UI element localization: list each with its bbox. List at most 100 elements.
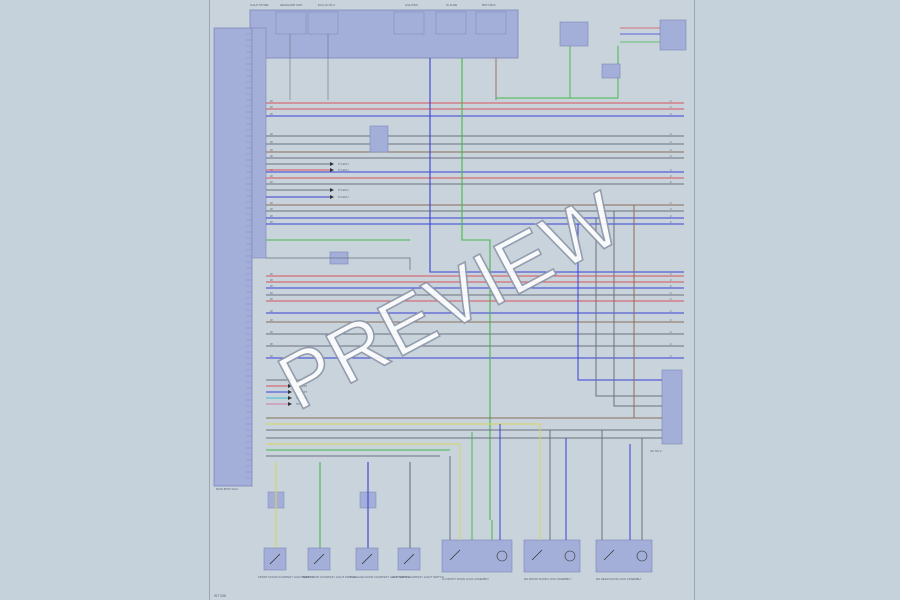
stub-label: TO UNIT [296,390,307,394]
right-junction-block [661,369,683,445]
door-lock-assembly [523,539,581,573]
arrow-icon [330,188,334,192]
wire-code: W [270,309,273,313]
wire-code: W [270,284,273,288]
component-label: FRONT DOOR COURTESY LIGHT SWITCH [258,575,314,579]
motor-icon [564,550,576,562]
vertical-wire [577,224,662,381]
wire-code: W [270,214,273,218]
pin-number: 2 [670,309,672,313]
vertical-wire [496,46,619,99]
stub-label: TO UNIT [296,396,307,400]
vertical-wire [595,218,662,397]
wire-code: W [270,140,273,144]
pin-number: 2 [670,99,672,103]
vertical-wire [429,58,684,273]
pin-number: 2 [670,342,672,346]
relay-connector [559,21,589,47]
junction-connector [369,125,389,153]
left-connector-subblock [251,27,267,259]
top-connector-label: HEADLAMP UNIT [280,3,303,7]
pin-number: 2 [670,148,672,152]
switch-contact-icon [269,553,281,565]
motor-icon [636,550,648,562]
wire-code: W [270,342,273,346]
vertical-wire [633,205,662,419]
top-connector-label: LIGHTING [405,3,418,7]
ground-connector [601,63,621,79]
vertical-wire [461,58,491,520]
left-connector-column [213,27,253,487]
pin-number: 2 [670,207,672,211]
fuse-box [475,11,507,35]
wire-code: W [270,297,273,301]
pin-number: 2 [670,297,672,301]
pin-number: 2 [670,272,672,276]
pin-number: 2 [670,214,672,218]
dashed-wire [266,257,411,270]
switch-contact-icon [603,549,615,561]
wire-code: W [270,180,273,184]
wire-code: W [270,330,273,334]
wire-code: W [270,154,273,158]
stub-label: TO ECU [338,188,349,192]
pin-number: 2 [670,278,672,282]
switch-contact-icon [449,549,461,561]
pin-number: 2 [670,168,672,172]
pin-number: 2 [670,220,672,224]
stub-label: TO ECU [338,168,349,172]
wire-code: W [270,201,273,205]
component-label: LH FRONT DOOR LOCK ASSEMBLY [442,577,489,581]
component-label: RH REAR DOOR LOCK ASSEMBLY [596,577,642,581]
stub-label: TO ECU [338,162,349,166]
wire-code: W [270,105,273,109]
wire-code: W [270,354,273,358]
pin-number: 2 [670,112,672,116]
arrow-icon [288,402,292,406]
left-connector-label: MAIN BODY ECU [216,487,238,491]
fuse-box [393,11,425,35]
wire-code: W [270,112,273,116]
pin-number: 2 [670,291,672,295]
wire-code: W [270,278,273,282]
switch-contact-icon [313,553,325,565]
pin-number: 2 [670,174,672,178]
arrow-icon [288,378,292,382]
switch-contact-icon [361,553,373,565]
door-switch-connector [659,19,687,51]
wire-code: W [270,174,273,178]
door-lock-assembly [441,539,513,573]
arrow-icon [288,396,292,400]
sheet-id: WT 036 [214,594,226,598]
wire-code: W [270,132,273,136]
wire-code: W [270,272,273,276]
wire-code: W [270,148,273,152]
arrow-icon [330,162,334,166]
stub-label: TO UNIT [296,384,307,388]
arrow-icon [330,168,334,172]
pin-number: 2 [670,180,672,184]
motor-icon [496,550,508,562]
fuse-box [307,11,339,35]
component-label: LUGGAGE DOOR COURTESY LIGHT SWITCH [350,575,410,579]
wire-code: W [270,220,273,224]
pin-number: 2 [670,105,672,109]
pin-number: 2 [670,354,672,358]
component-label: REAR DOOR COURTESY LIGHT SWITCH [302,575,356,579]
arrow-icon [288,384,292,388]
pin-number: 2 [670,318,672,322]
fuse-box [275,11,307,35]
arrow-icon [330,195,334,199]
wire-code: W [270,207,273,211]
pin-number: 2 [670,140,672,144]
component-label: RH FRONT DOOR LOCK ASSEMBLY [524,577,572,581]
arrow-icon [288,390,292,394]
component-label: LIFT DOOR COURTESY LIGHT SWITCH [392,575,444,579]
pin-number: 2 [670,154,672,158]
stub-label: TO ECU [338,195,349,199]
top-connector-label: IG FUSE [446,3,457,7]
pin-number: 2 [670,201,672,205]
top-connector-label: BATT BOX [482,3,496,7]
fuse-box [435,11,467,35]
stub-label: TO UNIT [296,402,307,406]
